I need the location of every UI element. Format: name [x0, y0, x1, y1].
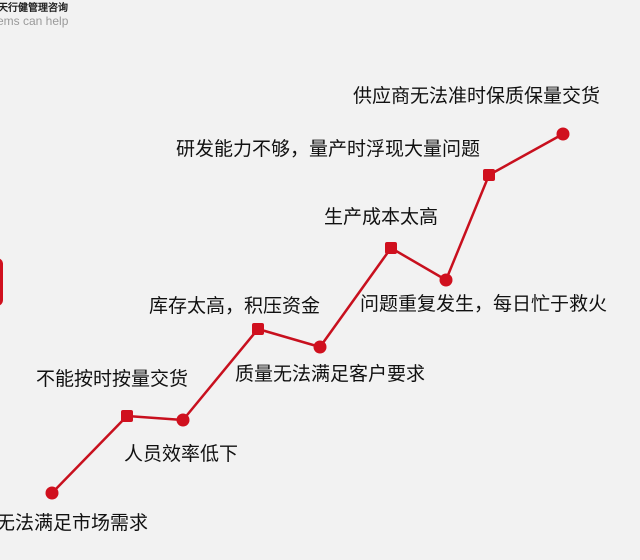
step-marker-4: [252, 323, 264, 335]
step-label-cost: 生产成本太高: [324, 206, 439, 228]
step-label-efficiency: 人员效率低下: [124, 443, 239, 465]
step-marker-1: [45, 486, 59, 500]
step-label-delivery: 不能按时按量交货: [36, 368, 189, 390]
step-marker-2: [121, 410, 133, 422]
step-label-inventory: 库存太高，积压资金: [149, 295, 321, 317]
brand-tagline: ems can help: [0, 14, 69, 28]
step-marker-7: [439, 273, 453, 287]
step-marker-5: [313, 340, 327, 354]
step-markers: [45, 127, 570, 500]
step-marker-8: [483, 169, 495, 181]
step-marker-9: [556, 127, 570, 141]
step-label-quality: 质量无法满足客户要求: [235, 363, 426, 385]
step-label-firefighting: 问题重复发生，每日忙于救火: [360, 293, 608, 315]
brand-name: 天行健管理咨询: [0, 3, 68, 14]
step-label-rnd: 研发能力不够，量产时浮现大量问题: [176, 138, 481, 160]
step-label-market-demand: 无法满足市场需求: [0, 512, 149, 534]
step-label-supplier: 供应商无法准时保质保量交货: [353, 85, 601, 107]
step-marker-3: [176, 413, 190, 427]
step-marker-6: [385, 242, 397, 254]
edge-tab-icon: [0, 258, 3, 306]
